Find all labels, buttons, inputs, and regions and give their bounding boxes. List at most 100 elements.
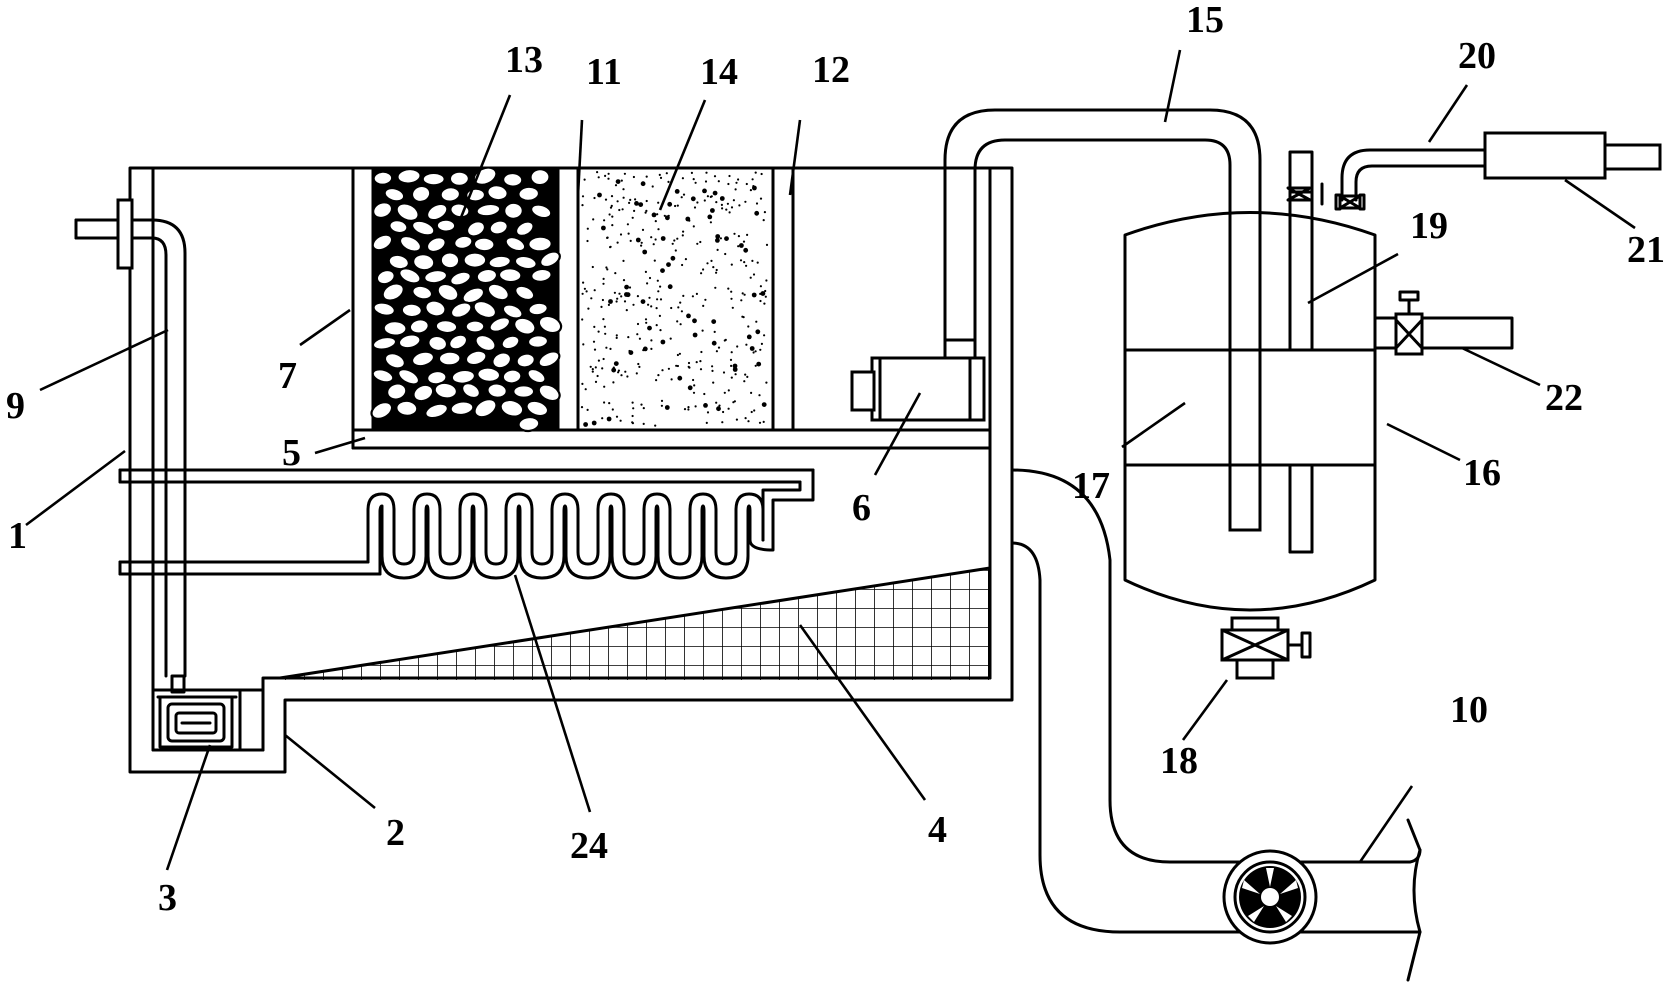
label-12: 12 xyxy=(812,49,850,91)
sand-grain xyxy=(620,374,623,377)
sand-grain xyxy=(760,291,766,296)
sand-grain xyxy=(634,201,639,206)
sand-grain xyxy=(705,421,708,424)
sand-grain xyxy=(660,404,664,407)
sand-grain xyxy=(608,402,611,405)
sand-grain xyxy=(600,305,603,308)
sand-grain xyxy=(644,318,648,321)
sand-grain xyxy=(756,361,762,367)
sand-grain xyxy=(740,299,743,302)
sand-grain xyxy=(617,369,621,372)
sand-grain xyxy=(650,339,653,342)
pebble xyxy=(370,401,394,420)
pebble xyxy=(537,314,563,335)
sand-grain xyxy=(751,178,754,181)
sand-grain xyxy=(759,197,763,200)
sand-grain xyxy=(611,215,614,218)
sand-grain xyxy=(765,381,768,384)
sand-grain xyxy=(715,268,718,272)
pebble xyxy=(421,171,446,187)
sand-grain xyxy=(593,325,596,328)
sand-grain xyxy=(628,286,632,289)
sand-grain xyxy=(626,375,629,378)
sand-grain xyxy=(702,268,705,271)
sand-grain xyxy=(618,208,621,212)
sand-grain xyxy=(659,176,663,179)
sand-grain xyxy=(584,388,587,391)
pebble xyxy=(395,202,420,222)
pebble xyxy=(425,236,447,254)
sand-grain xyxy=(704,298,707,301)
pebble xyxy=(439,251,461,270)
sand-grain xyxy=(609,206,613,209)
pebble xyxy=(500,334,521,351)
sand-grain xyxy=(656,298,659,301)
sand-grain xyxy=(714,286,717,289)
sand-grain xyxy=(594,366,597,369)
pebble xyxy=(486,282,510,302)
sand-grain xyxy=(758,421,762,424)
sand-grain xyxy=(632,175,636,179)
sand-grain xyxy=(609,245,612,248)
sand-grain xyxy=(706,411,710,414)
sand-grain xyxy=(640,181,646,187)
pebble xyxy=(513,316,537,336)
sand-grain xyxy=(664,405,670,410)
sand-grain xyxy=(642,407,645,410)
sand-grain xyxy=(706,262,709,265)
sand-grain xyxy=(585,290,588,293)
sand-grain xyxy=(597,359,601,362)
sand-grain xyxy=(657,228,660,231)
sand-grain xyxy=(715,234,721,239)
sand-grain xyxy=(738,204,741,207)
sand-grain xyxy=(747,420,750,423)
sand-grain xyxy=(612,381,615,384)
sand-grain xyxy=(760,342,764,345)
pebble xyxy=(499,398,525,418)
label-18: 18 xyxy=(1160,740,1198,782)
pebble xyxy=(474,333,497,353)
pebble xyxy=(381,282,405,302)
sand-grain xyxy=(715,238,720,243)
sand-grain xyxy=(752,185,755,188)
sand-grain xyxy=(610,195,614,198)
sand-grain xyxy=(754,210,760,216)
sand-grain xyxy=(728,174,731,178)
sand-grain xyxy=(681,234,684,237)
sand-grain xyxy=(680,310,684,313)
sand-grain xyxy=(691,295,695,298)
sand-grain xyxy=(732,199,736,202)
sand-grain xyxy=(581,382,584,385)
sand-grain xyxy=(724,236,729,242)
sand-grain xyxy=(703,392,706,396)
pebble xyxy=(530,203,553,220)
sand-grain xyxy=(753,409,756,412)
sand-grain xyxy=(586,227,589,230)
sand-grain xyxy=(696,201,699,204)
sand-grain xyxy=(591,370,594,373)
filter-cartridge xyxy=(1483,131,1662,180)
sand-grain xyxy=(717,180,720,183)
pebble xyxy=(371,335,398,351)
sand-grain xyxy=(734,373,737,376)
sand-grain xyxy=(615,300,618,303)
sand-grain xyxy=(667,367,671,370)
pebble xyxy=(400,302,423,319)
pebble xyxy=(453,234,474,250)
pebble xyxy=(371,233,394,252)
sand-grain xyxy=(654,238,657,241)
sand-grain xyxy=(593,196,596,200)
sand-grain xyxy=(746,233,749,236)
label-20: 20 xyxy=(1458,35,1496,77)
sand-grain xyxy=(614,272,617,275)
sand-grain xyxy=(765,279,768,282)
sand-grain xyxy=(644,270,648,273)
pebble xyxy=(487,254,512,270)
sand-grain xyxy=(713,330,716,333)
sand-grain xyxy=(715,401,718,404)
pebble xyxy=(386,382,408,401)
sand-grain xyxy=(724,252,727,256)
sand-grain xyxy=(687,385,693,391)
sand-grain xyxy=(687,361,691,365)
label-2: 2 xyxy=(386,812,405,854)
